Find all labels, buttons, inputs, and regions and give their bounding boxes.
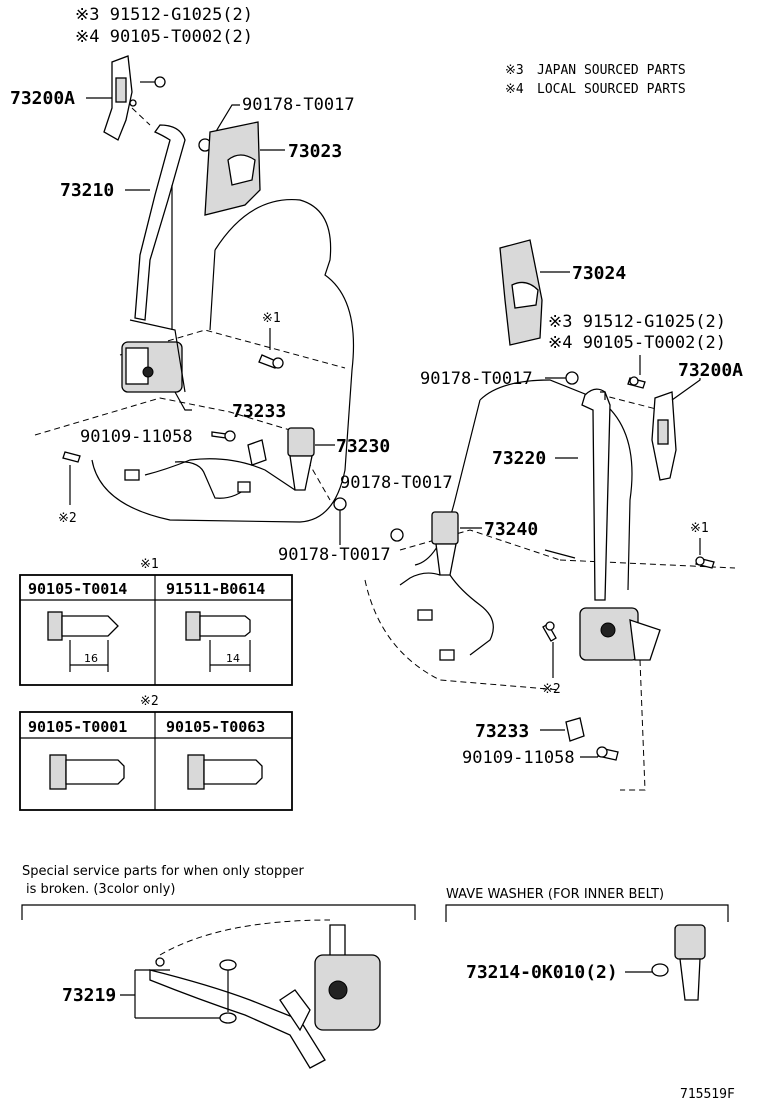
wave-title: WAVE WASHER (FOR INNER BELT) — [446, 887, 664, 902]
table1-col2: 91511-B0614 — [166, 580, 265, 598]
table2-col2: 90105-T0063 — [166, 718, 265, 736]
special-part-label: 73219 — [62, 985, 116, 1006]
note-japan-mark: ※3 — [505, 63, 524, 78]
note-local-text: LOCAL SOURCED PARTS — [537, 82, 686, 97]
left-belt-label: 73210 — [60, 180, 114, 201]
wave-part-label: 73214-0K010(2) — [466, 962, 618, 983]
right-seat-assembly — [364, 239, 736, 791]
table1-col1: 90105-T0014 — [28, 580, 127, 598]
left-bolt-cap-upper-label: 90178-T0017 — [242, 95, 355, 115]
left-top-bolt-jp: ※3 91512-G1025(2) — [75, 5, 253, 25]
right-buckle-label: 73240 — [484, 519, 538, 540]
right-top-bolt-local: ※4 90105-T0002(2) — [548, 333, 726, 353]
table2-mark: ※2 — [140, 694, 159, 709]
figure-id: 715519F — [680, 1087, 735, 1102]
note-local-mark: ※4 — [505, 82, 524, 97]
right-mark1: ※1 — [690, 521, 709, 536]
special-line1: Special service parts for when only stop… — [22, 864, 304, 879]
left-cover-lower-label: 73233 — [232, 401, 286, 422]
special-line2: is broken. (3color only) — [26, 882, 175, 897]
left-bolt-cap-buckle-a: 90178-T0017 — [340, 473, 453, 493]
right-bolt-lower-label: 90109-11058 — [462, 748, 575, 768]
left-bolt-cap-buckle-b: 90178-T0017 — [278, 545, 391, 565]
left-buckle-label: 73230 — [336, 436, 390, 457]
right-top-bolt-jp: ※3 91512-G1025(2) — [548, 312, 726, 332]
table1-dim1: 16 — [84, 652, 98, 665]
left-seat-assembly — [34, 55, 355, 545]
right-belt-label: 73220 — [492, 448, 546, 469]
left-cover-upper-label: 73023 — [288, 141, 342, 162]
left-anchor-label: 73200A — [10, 88, 75, 109]
note-japan-text: JAPAN SOURCED PARTS — [537, 63, 686, 78]
table2 — [19, 711, 293, 811]
right-cover-lower-label: 73233 — [475, 721, 529, 742]
right-cover-upper-label: 73024 — [572, 263, 626, 284]
table1-mark: ※1 — [140, 557, 159, 572]
left-mark1: ※1 — [262, 311, 281, 326]
right-anchor-label: 73200A — [678, 360, 743, 381]
table1-dim2: 14 — [226, 652, 240, 665]
table1 — [19, 574, 293, 686]
left-bolt-lower-label: 90109-11058 — [80, 427, 193, 447]
table2-col1: 90105-T0001 — [28, 718, 127, 736]
left-mark2: ※2 — [58, 511, 77, 526]
right-mark2: ※2 — [542, 682, 561, 697]
wave-illustration — [445, 904, 729, 1001]
left-top-bolt-local: ※4 90105-T0002(2) — [75, 27, 253, 47]
right-bolt-cap-upper-label: 90178-T0017 — [420, 369, 533, 389]
special-illustration — [21, 904, 416, 1069]
